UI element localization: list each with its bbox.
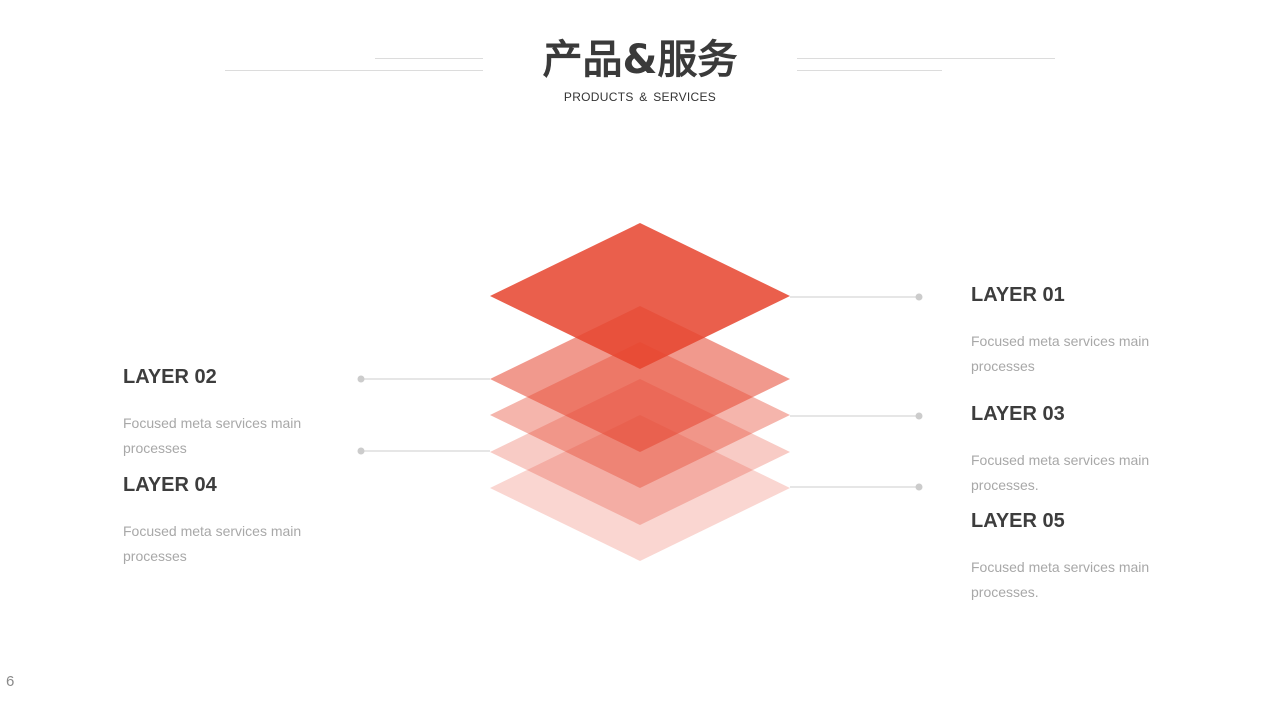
page-subtitle: PRODUCTS & SERVICES — [563, 90, 717, 104]
page-number: 6 — [6, 673, 15, 690]
header-line-left-long — [225, 70, 483, 71]
layer-05-description: Focused meta services main processes. — [971, 559, 1150, 600]
layer-04-description: Focused meta services main processes — [123, 523, 302, 564]
layer-03-description: Focused meta services main processes. — [971, 452, 1150, 493]
layer-03-connector-dot — [915, 412, 923, 420]
layer-04-title: LAYER 04 — [123, 474, 217, 496]
layer-04-connector-dot — [357, 447, 365, 455]
header-line-left-short — [375, 58, 483, 59]
layer-02-description: Focused meta services main processes — [123, 415, 302, 456]
layer-01-connector-dot — [915, 293, 923, 301]
layer-02-title: LAYER 02 — [123, 366, 217, 388]
layer-05-diamond — [490, 415, 790, 561]
header-line-right-short — [797, 70, 942, 71]
layer-01-diamond — [490, 223, 790, 369]
layer-02-diamond — [490, 306, 790, 452]
page-title: 产品&服务 — [542, 37, 738, 83]
layer-03-title: LAYER 03 — [971, 403, 1065, 425]
layer-02-connector-dot — [357, 375, 365, 383]
layer-01-description: Focused meta services main processes — [971, 333, 1150, 374]
header-line-right-long — [797, 58, 1055, 59]
layer-05-connector-dot — [915, 483, 923, 491]
layer-01-title: LAYER 01 — [971, 284, 1065, 306]
layer-05-title: LAYER 05 — [971, 510, 1065, 532]
